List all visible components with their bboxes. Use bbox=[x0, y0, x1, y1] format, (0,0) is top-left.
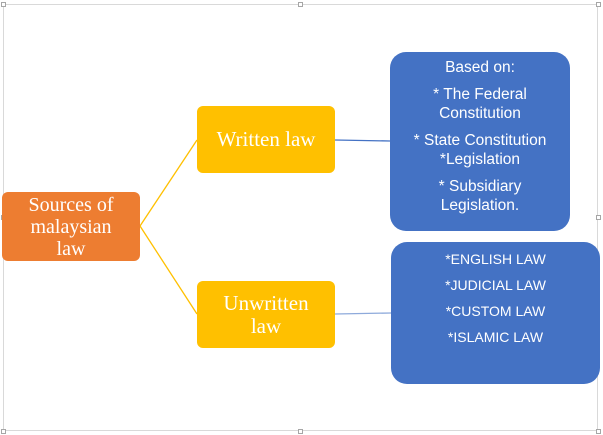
detail-item-islamic-law: *ISLAMIC LAW bbox=[447, 329, 544, 345]
detail-item-line: Legislation. bbox=[440, 197, 520, 214]
branch-node-unwritten-law[interactable]: Unwritten law bbox=[197, 281, 335, 348]
unwritten-law-label-line1: Unwritten bbox=[223, 290, 309, 315]
detail-item-line: Constitution bbox=[439, 105, 521, 122]
root-node-label-line3: law bbox=[56, 237, 86, 260]
detail-node-written-sources[interactable]: Based on: * The Federal Constitution * S… bbox=[390, 52, 570, 231]
detail-item-line: *Legislation bbox=[439, 151, 521, 168]
connector-written-to-detail bbox=[334, 139, 391, 142]
detail-item-line: * State Constitution bbox=[413, 132, 547, 149]
detail-heading: Based on: bbox=[445, 59, 515, 76]
resize-handle-bottom-right[interactable] bbox=[596, 429, 601, 434]
root-node-label-line2: malaysian bbox=[30, 215, 112, 238]
detail-item-federal-constitution: * The Federal Constitution bbox=[433, 85, 527, 123]
connector-root-to-written bbox=[139, 139, 198, 227]
branch-node-written-law[interactable]: Written law bbox=[197, 106, 335, 173]
root-node-label-line1: Sources of bbox=[28, 193, 114, 216]
detail-item-english-law: *ENGLISH LAW bbox=[445, 251, 546, 267]
detail-item-subsidiary-legislation: * Subsidiary Legislation. bbox=[439, 177, 522, 215]
resize-handle-middle-right[interactable] bbox=[596, 215, 601, 220]
connector-root-to-unwritten bbox=[139, 225, 198, 315]
detail-item-judicial-law: *JUDICIAL LAW bbox=[445, 277, 546, 293]
written-law-label: Written law bbox=[216, 127, 316, 151]
unwritten-law-label-line2: law bbox=[250, 313, 282, 338]
detail-item-custom-law: *CUSTOM LAW bbox=[445, 303, 546, 319]
detail-item-line: * The Federal bbox=[433, 86, 527, 103]
resize-handle-bottom-left[interactable] bbox=[1, 429, 6, 434]
resize-handle-top-right[interactable] bbox=[596, 2, 601, 7]
detail-item-state-constitution: * State Constitution *Legislation bbox=[414, 131, 547, 169]
detail-node-unwritten-sources[interactable]: *ENGLISH LAW *JUDICIAL LAW *CUSTOM LAW *… bbox=[391, 242, 600, 384]
connector-unwritten-to-detail bbox=[334, 312, 392, 315]
resize-handle-top-center[interactable] bbox=[298, 2, 303, 7]
detail-item-line: * Subsidiary bbox=[438, 178, 522, 195]
resize-handle-top-left[interactable] bbox=[1, 2, 6, 7]
root-node-sources[interactable]: Sources of malaysian law bbox=[2, 192, 140, 261]
resize-handle-bottom-center[interactable] bbox=[298, 429, 303, 434]
